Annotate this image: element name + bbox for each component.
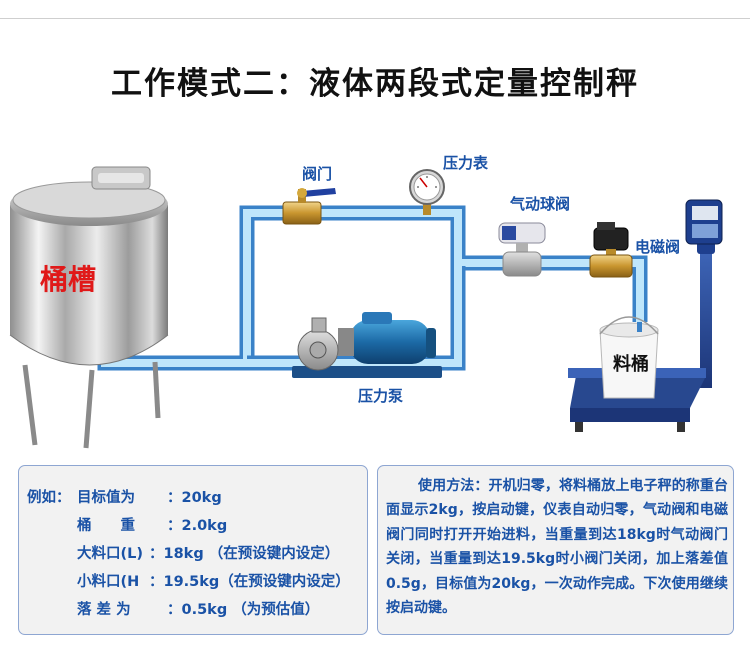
top-divider bbox=[0, 18, 750, 19]
example-prefix: 例如： bbox=[27, 490, 71, 506]
storage-tank bbox=[9, 166, 169, 449]
example-value: ：2.0kg bbox=[167, 518, 228, 534]
pneumatic-ball-valve-icon bbox=[498, 222, 546, 277]
usage-text: 使用方法：开机归零，将料桶放上电子秤的称重台面显示2kg，按启动键，仪表自动归零… bbox=[386, 478, 728, 617]
process-diagram bbox=[9, 166, 723, 449]
ball-valve-label: 气动球阀 bbox=[510, 195, 571, 213]
example-key: 大料口(L) bbox=[77, 546, 143, 562]
bucket-label: 料桶 bbox=[613, 354, 649, 375]
tank-label: 桶槽 bbox=[40, 263, 97, 296]
usage-panel: 使用方法：开机归零，将料桶放上电子秤的称重台面显示2kg，按启动键，仪表自动归零… bbox=[377, 465, 734, 635]
gauge-label: 压力表 bbox=[443, 154, 489, 172]
example-value: ：0.5kg （为预估值） bbox=[167, 602, 320, 618]
example-panel: 例如： 目标值为 ：20kg 桶 重 ：2.0kg 大料口(L) ：18kg （… bbox=[18, 465, 368, 635]
valve-label: 阀门 bbox=[302, 165, 333, 183]
example-value: ：18kg （在预设键内设定） bbox=[149, 546, 340, 562]
solenoid-valve-icon bbox=[589, 222, 633, 278]
pump-label: 压力泵 bbox=[358, 387, 404, 405]
manual-valve-icon bbox=[282, 188, 336, 225]
example-key: 小料口(H bbox=[77, 574, 140, 590]
example-key: 目标值为 bbox=[77, 490, 135, 506]
example-key: 桶 重 bbox=[77, 518, 135, 534]
example-key: 落 差 为 bbox=[77, 602, 131, 618]
example-value: ：19.5kg（在预设键内设定） bbox=[149, 574, 350, 590]
solenoid-valve-label: 电磁阀 bbox=[635, 238, 681, 256]
pressure-gauge-icon bbox=[409, 169, 445, 215]
example-value: ：20kg bbox=[167, 490, 222, 506]
material-bucket bbox=[599, 316, 659, 399]
pressure-pump-icon bbox=[292, 312, 442, 378]
page-title: 工作模式二：液体两段式定量控制秤 bbox=[111, 66, 639, 102]
